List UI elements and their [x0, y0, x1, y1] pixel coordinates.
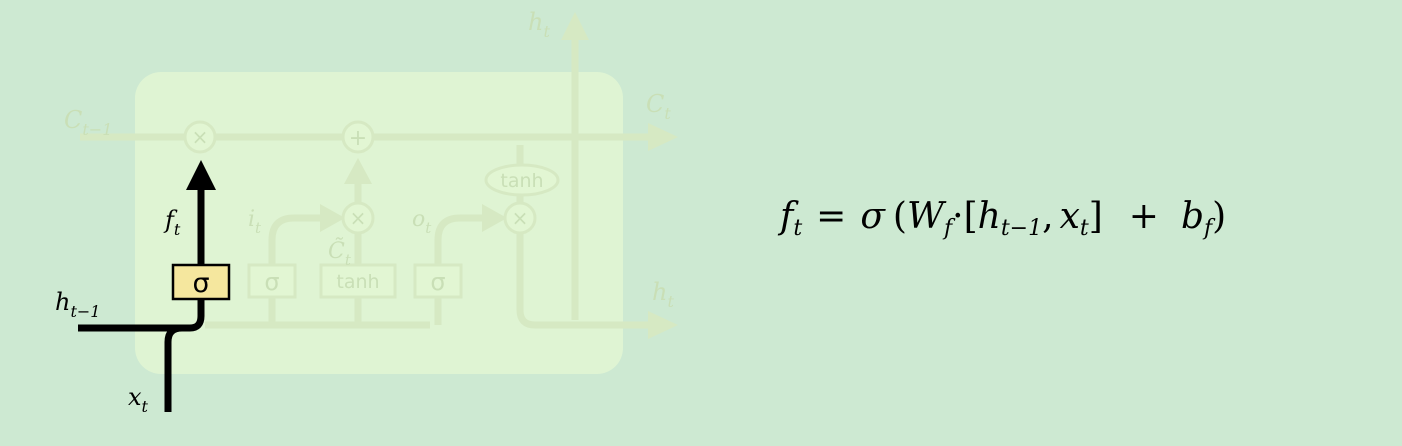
input-mult-symbol: ×: [350, 206, 367, 230]
c-prev-label: Ct−1: [64, 106, 112, 139]
eq-bracket-open: [: [963, 196, 978, 237]
output-gate-arrow: [482, 204, 507, 232]
output-mult-op: [503, 201, 537, 235]
candidate-gate-box: [319, 263, 397, 299]
h-right-label: ht: [652, 278, 674, 311]
h-right-arrow: [648, 311, 678, 339]
eq-comma: ,: [1042, 196, 1054, 237]
h-prev-label: ht−1: [55, 288, 100, 321]
i-t-label: it: [248, 207, 262, 237]
add-op: [341, 120, 375, 154]
add-symbol: +: [349, 126, 367, 151]
input-mult-op: [341, 201, 375, 235]
eq-close-paren: ): [1212, 196, 1227, 237]
c-next-label: Ct: [646, 90, 671, 123]
forget-gate-label: σ: [192, 268, 209, 299]
o-t-label: ot: [412, 207, 432, 237]
input-gate-path: [268, 214, 330, 325]
cell-tanh-op: [484, 163, 560, 197]
eq-h: ht−1: [977, 196, 1043, 241]
output-gate-label: σ: [430, 268, 445, 296]
eq-bias: bf: [1180, 196, 1213, 241]
forget-gate-equation: ft = σ ( Wf · [ ht−1 , xt ] + bf ): [780, 196, 1226, 256]
x-t-label: xt: [128, 383, 149, 416]
cell-tanh-label: tanh: [500, 170, 543, 192]
input-gate-label: σ: [264, 268, 279, 296]
candidate-gate-label: tanh: [336, 271, 379, 293]
eq-open-paren: (: [892, 196, 907, 237]
eq-sigma: σ: [860, 196, 885, 237]
forget-mult-symbol: ×: [192, 125, 209, 149]
h-right-line: [516, 228, 648, 329]
eq-plus: +: [1128, 196, 1159, 237]
output-mult-symbol: ×: [512, 206, 529, 230]
eq-weight: Wf: [906, 196, 953, 241]
output-gate-box: [413, 263, 463, 299]
eq-equals: =: [816, 196, 847, 237]
x-t-line: [164, 296, 205, 412]
h-top-label: ht: [528, 8, 550, 41]
input-gate-arrow: [320, 204, 345, 232]
eq-dot: ·: [952, 196, 964, 237]
forget-gate-box: [171, 263, 231, 301]
cell-state-arrow: [648, 123, 678, 151]
eq-lhs: ft: [780, 196, 803, 241]
c-tilde-label: C̃t: [328, 238, 352, 269]
cell-body: [135, 72, 623, 374]
mult-to-plus-arrow: [344, 158, 372, 184]
output-gate-path: [434, 214, 492, 325]
eq-x: xt: [1059, 196, 1089, 241]
input-gate-box: [247, 263, 297, 299]
h-top-arrow: [561, 12, 589, 40]
forget-mult-op: [183, 120, 217, 154]
forget-gate-arrow: [186, 160, 216, 190]
eq-bracket-close: ]: [1088, 196, 1103, 237]
